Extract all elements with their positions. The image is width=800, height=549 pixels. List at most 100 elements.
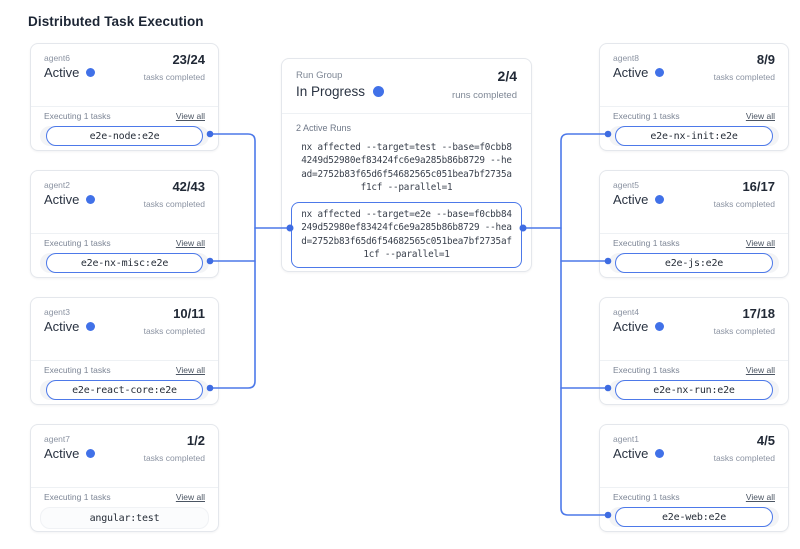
- view-all-link[interactable]: View all: [745, 111, 775, 121]
- active-status-dot-icon: [655, 195, 665, 204]
- agent-card-agent5: agent5 Active 16/17 tasks completed Exec…: [599, 170, 789, 278]
- active-status-dot-icon: [86, 68, 96, 77]
- agent-name: agent6: [44, 53, 70, 63]
- agent-card-agent2: agent2 Active 42/43 tasks completed Exec…: [30, 170, 219, 278]
- progress-label: tasks completed: [143, 453, 205, 463]
- view-all-link[interactable]: View all: [175, 365, 205, 375]
- executing-label: Executing 1 tasks: [613, 111, 680, 121]
- agent-card-agent4: agent4 Active 17/18 tasks completed Exec…: [599, 297, 789, 405]
- task-pill-label: e2e-node:e2e: [46, 126, 203, 146]
- view-all-link[interactable]: View all: [175, 111, 205, 121]
- active-status-dot-icon: [655, 68, 665, 77]
- task-pill[interactable]: angular:test: [40, 507, 209, 529]
- task-pill[interactable]: e2e-node:e2e: [40, 126, 209, 146]
- agent-status: Active: [44, 65, 96, 80]
- view-all-link[interactable]: View all: [745, 365, 775, 375]
- agent-status-label: Active: [44, 319, 80, 334]
- agent-status-label: Active: [613, 65, 649, 80]
- task-pill[interactable]: e2e-react-core:e2e: [40, 380, 209, 400]
- active-runs-label: 2 Active Runs: [296, 123, 352, 133]
- agent-progress: 23/24 tasks completed: [144, 52, 205, 82]
- run-command-active[interactable]: nx affected --target=e2e --base=f0cbb842…: [291, 201, 522, 268]
- agent-tasks-section: Executing 1 tasks View all e2e-js:e2e: [600, 234, 788, 273]
- run-group-status: In Progress: [296, 84, 385, 99]
- agent-tasks-section: Executing 1 tasks View all e2e-react-cor…: [31, 361, 218, 400]
- executing-label: Executing 1 tasks: [44, 365, 111, 375]
- run-command: nx affected --target=test --base=f0cbb84…: [301, 142, 512, 194]
- task-pill-label: e2e-nx-init:e2e: [615, 126, 773, 146]
- task-row-header: Executing 1 tasks View all: [40, 492, 209, 502]
- agent-name: agent8: [613, 53, 639, 63]
- task-pill-label: e2e-js:e2e: [615, 253, 773, 273]
- agent-tasks-section: Executing 1 tasks View all angular:test: [31, 488, 218, 529]
- agent-name: agent7: [44, 434, 70, 444]
- agent-name: agent5: [613, 180, 639, 190]
- agent-status-label: Active: [44, 192, 80, 207]
- progress-label: tasks completed: [713, 72, 775, 82]
- agent-status-label: Active: [44, 65, 80, 80]
- agent-card-header: agent6 Active 23/24 tasks completed: [31, 44, 218, 107]
- task-pill[interactable]: e2e-nx-run:e2e: [609, 380, 779, 400]
- progress-count: 42/43: [172, 179, 205, 194]
- agent-card-agent3: agent3 Active 10/11 tasks completed Exec…: [30, 297, 219, 405]
- task-pill-label: e2e-nx-misc:e2e: [46, 253, 203, 273]
- task-pill[interactable]: e2e-js:e2e: [609, 253, 779, 273]
- task-pill[interactable]: e2e-nx-init:e2e: [609, 126, 779, 146]
- agent-card-header: agent7 Active 1/2 tasks completed: [31, 425, 218, 488]
- executing-label: Executing 1 tasks: [613, 492, 680, 502]
- active-status-dot-icon: [86, 195, 96, 204]
- task-row-header: Executing 1 tasks View all: [40, 365, 209, 375]
- progress-count: 17/18: [742, 306, 775, 321]
- task-pill[interactable]: e2e-web:e2e: [609, 507, 779, 527]
- executing-label: Executing 1 tasks: [613, 365, 680, 375]
- agent-card-agent6: agent6 Active 23/24 tasks completed Exec…: [30, 43, 219, 151]
- agent-status: Active: [613, 65, 665, 80]
- task-pill[interactable]: e2e-nx-misc:e2e: [40, 253, 209, 273]
- task-row-header: Executing 1 tasks View all: [609, 492, 779, 502]
- progress-label: tasks completed: [713, 453, 775, 463]
- agent-name: agent1: [613, 434, 639, 444]
- task-row-header: Executing 1 tasks View all: [609, 365, 779, 375]
- agent-tasks-section: Executing 1 tasks View all e2e-node:e2e: [31, 107, 218, 146]
- task-row-header: Executing 1 tasks View all: [40, 238, 209, 248]
- agent-status: Active: [613, 446, 665, 461]
- agent-status: Active: [613, 192, 665, 207]
- agent-progress: 1/2 tasks completed: [144, 433, 205, 463]
- agent-progress: 16/17 tasks completed: [714, 179, 775, 209]
- view-all-link[interactable]: View all: [745, 492, 775, 502]
- view-all-link[interactable]: View all: [175, 238, 205, 248]
- run-group-status-label: In Progress: [296, 84, 366, 99]
- agent-card-header: agent1 Active 4/5 tasks completed: [600, 425, 788, 488]
- run-group-card: Run Group In Progress 2/4 runs completed…: [281, 58, 532, 272]
- agent-name: agent3: [44, 307, 70, 317]
- agent-name: agent2: [44, 180, 70, 190]
- view-all-link[interactable]: View all: [175, 492, 205, 502]
- runs-completed-count: 2/4: [497, 68, 517, 84]
- executing-label: Executing 1 tasks: [613, 238, 680, 248]
- executing-label: Executing 1 tasks: [44, 492, 111, 502]
- agent-status-label: Active: [44, 446, 80, 461]
- agent-status: Active: [44, 319, 96, 334]
- progress-label: tasks completed: [143, 72, 205, 82]
- agent-tasks-section: Executing 1 tasks View all e2e-nx-misc:e…: [31, 234, 218, 273]
- agent-status-label: Active: [613, 319, 649, 334]
- agent-card-header: agent8 Active 8/9 tasks completed: [600, 44, 788, 107]
- agent-status-label: Active: [613, 192, 649, 207]
- task-pill-label: e2e-nx-run:e2e: [615, 380, 773, 400]
- agent-progress: 10/11 tasks completed: [144, 306, 205, 336]
- agent-progress: 17/18 tasks completed: [714, 306, 775, 336]
- task-pill-label: e2e-react-core:e2e: [46, 380, 203, 400]
- agent-card-header: agent4 Active 17/18 tasks completed: [600, 298, 788, 361]
- executing-label: Executing 1 tasks: [44, 238, 111, 248]
- agent-status: Active: [44, 446, 96, 461]
- view-all-link[interactable]: View all: [745, 238, 775, 248]
- progress-count: 16/17: [742, 179, 775, 194]
- task-row-header: Executing 1 tasks View all: [609, 238, 779, 248]
- agent-card-header: agent3 Active 10/11 tasks completed: [31, 298, 218, 361]
- executing-label: Executing 1 tasks: [44, 111, 111, 121]
- agent-card-header: agent5 Active 16/17 tasks completed: [600, 171, 788, 234]
- progress-label: tasks completed: [143, 199, 205, 209]
- agent-card-agent1: agent1 Active 4/5 tasks completed Execut…: [599, 424, 789, 532]
- run-group-label: Run Group: [296, 70, 343, 81]
